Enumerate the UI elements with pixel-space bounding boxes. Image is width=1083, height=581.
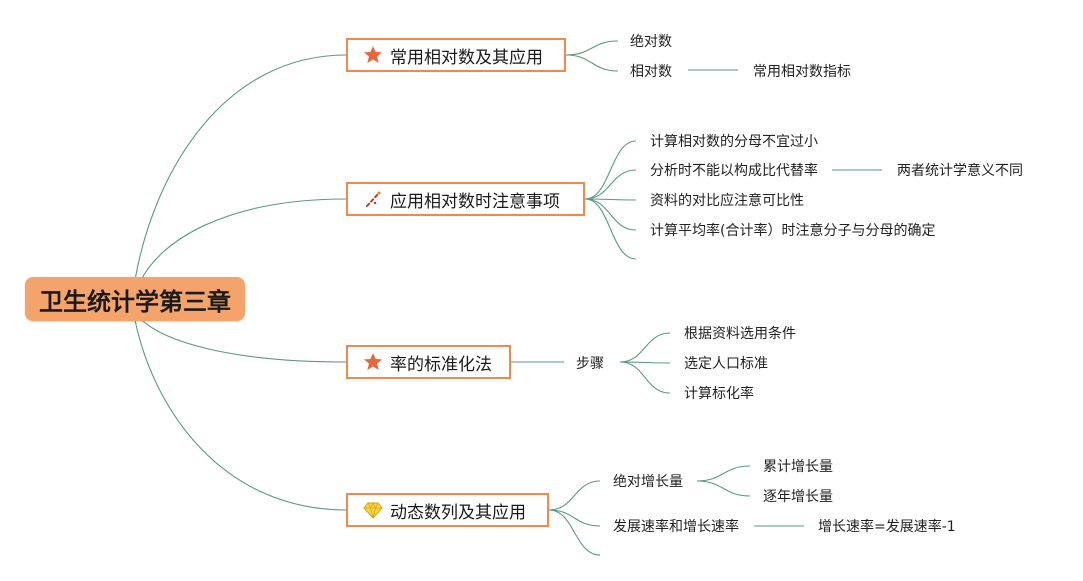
- leaf-select-conditions[interactable]: 根据资料选用条件: [684, 326, 796, 342]
- link-b1-absolute: [565, 40, 619, 56]
- leaf-absolute-growth[interactable]: 绝对增长量: [613, 474, 683, 490]
- link-root-b2: [139, 198, 347, 283]
- leaf-annual-growth[interactable]: 逐年增长量: [763, 489, 833, 505]
- leaf-growth-rate-formula[interactable]: 增长速率=发展速率-1: [818, 519, 956, 535]
- leaf-steps[interactable]: 步骤: [576, 356, 604, 372]
- link-b4-rate: [548, 509, 601, 527]
- link-b2-0: [584, 140, 637, 200]
- link-b3-0: [619, 332, 671, 363]
- leaf-different-meaning[interactable]: 两者统计学意义不同: [897, 163, 1023, 179]
- star-icon: [362, 44, 384, 66]
- leaf-absolute-number[interactable]: 绝对数: [630, 34, 672, 50]
- leaf-compute-standardized-rate[interactable]: 计算标化率: [684, 386, 754, 402]
- link-root-b1: [134, 54, 347, 281]
- gem-icon: [362, 499, 384, 521]
- leaf-common-relative-indicators[interactable]: 常用相对数指标: [753, 64, 851, 80]
- branch-label: 率的标准化法: [390, 354, 492, 375]
- root-node[interactable]: 卫生统计学第三章: [25, 277, 245, 321]
- link-b4-cumulative: [696, 465, 751, 482]
- leaf-select-population[interactable]: 选定人口标准: [684, 356, 768, 372]
- link-b4-empty: [548, 509, 601, 556]
- link-b2-3: [584, 198, 637, 231]
- leaf-no-composition-for-rate[interactable]: 分析时不能以构成比代替率: [650, 163, 818, 179]
- branch-precautions[interactable]: 应用相对数时注意事项: [346, 182, 585, 216]
- link-b2-4: [584, 198, 637, 260]
- link-b2-1: [584, 169, 637, 200]
- root-label: 卫生统计学第三章: [39, 287, 231, 316]
- link-b1-relative: [565, 54, 619, 72]
- leaf-relative-number[interactable]: 相对数: [630, 64, 672, 80]
- link-root-b3: [139, 317, 347, 363]
- branch-common-relative-numbers[interactable]: 常用相对数及其应用: [346, 38, 566, 72]
- leaf-comparability[interactable]: 资料的对比应注意可比性: [650, 193, 804, 209]
- magic-wand-icon: [362, 188, 384, 210]
- leaf-denominator-not-small[interactable]: 计算相对数的分母不宜过小: [650, 134, 818, 150]
- branch-label: 动态数列及其应用: [390, 502, 526, 523]
- branch-standardization[interactable]: 率的标准化法: [346, 345, 511, 379]
- branch-label: 应用相对数时注意事项: [390, 191, 560, 212]
- link-b3-2: [619, 361, 671, 394]
- branch-label: 常用相对数及其应用: [390, 47, 543, 68]
- star-icon: [362, 351, 384, 373]
- leaf-average-rate[interactable]: 计算平均率(合计率）时注意分子与分母的确定: [650, 223, 936, 239]
- leaf-development-growth-rate[interactable]: 发展速率和增长速率: [613, 519, 739, 535]
- leaf-cumulative-growth[interactable]: 累计增长量: [763, 459, 833, 475]
- link-root-b4: [134, 319, 347, 511]
- link-b4-annual: [696, 480, 751, 497]
- link-b4-absolute: [548, 480, 601, 511]
- branch-dynamic-series[interactable]: 动态数列及其应用: [346, 493, 549, 527]
